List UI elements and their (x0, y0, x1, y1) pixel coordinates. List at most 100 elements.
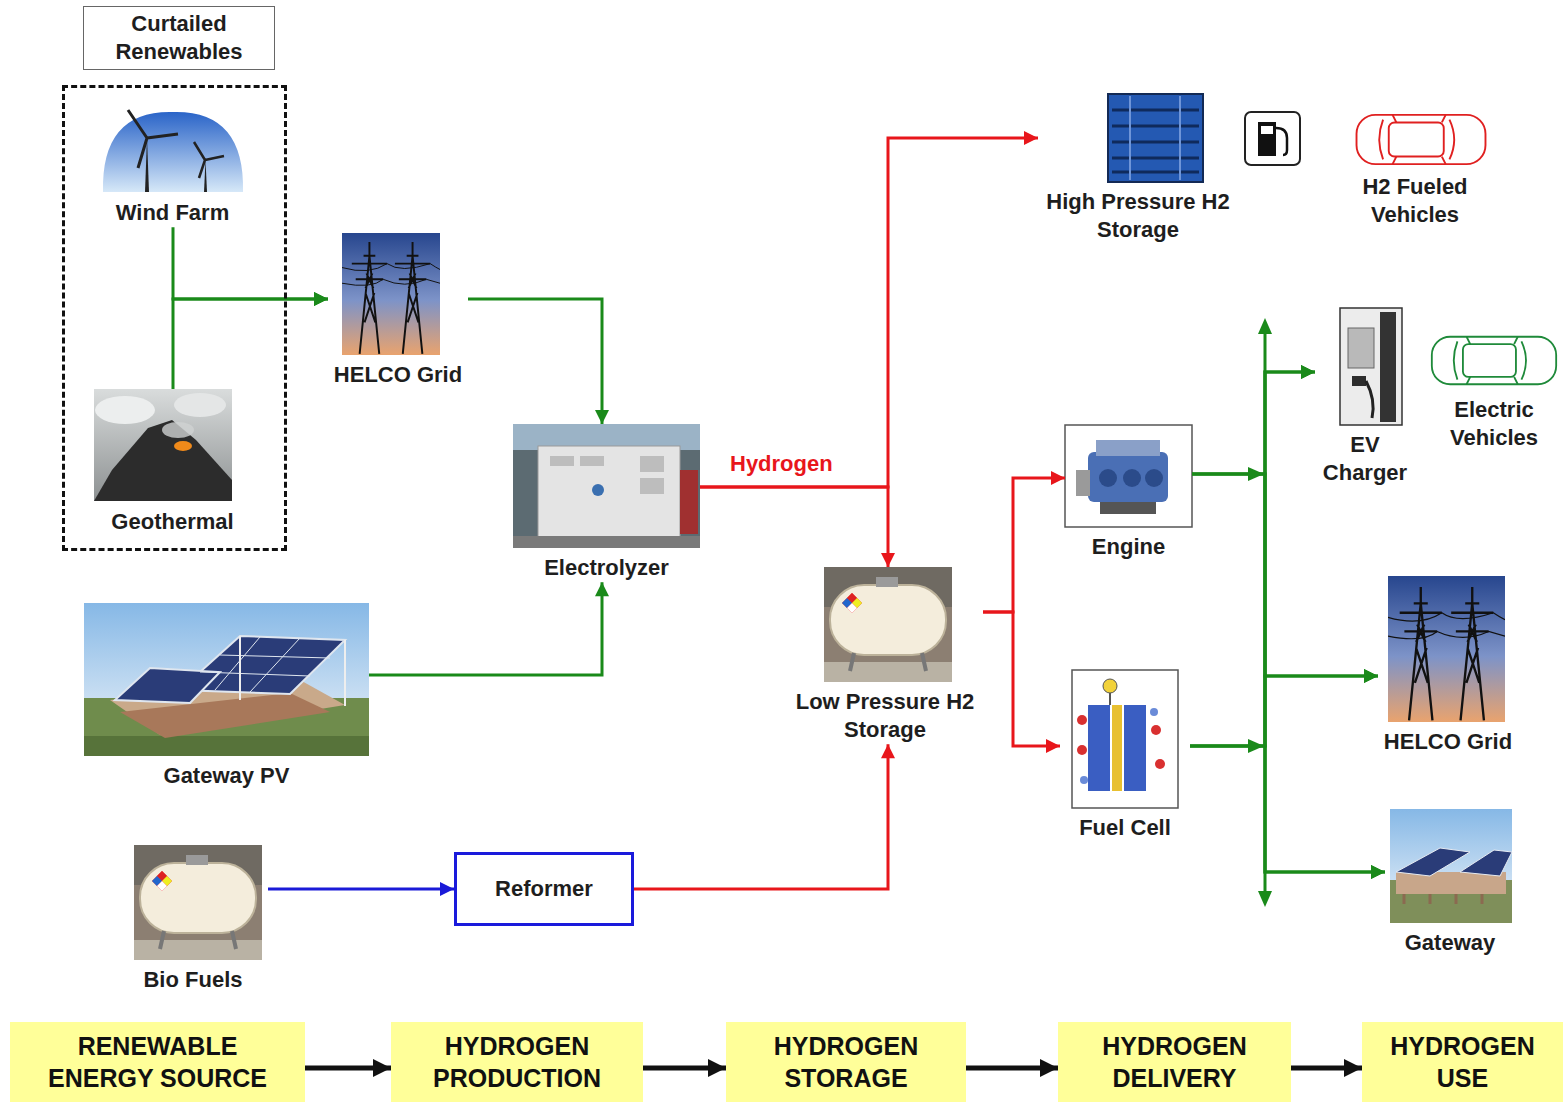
low-pressure-tank-picture (824, 567, 952, 682)
drawing-part (640, 456, 664, 472)
node-label: HELCO Grid (328, 361, 468, 389)
drawing-part (538, 446, 680, 538)
drawing-part (1404, 894, 1482, 904)
drawing-part (1258, 122, 1276, 156)
node-label: Reformer (495, 875, 593, 903)
flow-connector (468, 299, 602, 424)
stage-band: HYDROGEN STORAGE (726, 1022, 966, 1102)
drawing-part (513, 424, 700, 548)
flow-connector (634, 744, 888, 889)
ev-charger-picture (1340, 308, 1402, 425)
high-pressure-storage: High Pressure H2 Storage (1038, 94, 1238, 244)
flow-connector (1192, 372, 1315, 474)
stage-title: RENEWABLE ENERGY SOURCE (30, 1030, 285, 1095)
drawing-part (342, 233, 440, 355)
drawing-part (1088, 452, 1168, 502)
drawing-part (128, 110, 178, 168)
geothermal: Geothermal (95, 389, 250, 536)
grid-picture (1388, 576, 1505, 722)
drawing-part (1130, 96, 1180, 180)
drawing-part (1390, 809, 1512, 923)
h2-car-outline (1357, 115, 1486, 164)
node-label: Electric Vehicles (1428, 396, 1560, 452)
drawing-part (342, 242, 440, 354)
drawing-part (1348, 328, 1374, 368)
gateway-picture (1390, 809, 1512, 923)
drawing-part (84, 603, 369, 756)
curtailed-renewables-group: Curtailed RenewablesWind FarmGeothermal (62, 6, 287, 551)
connector-label: Hydrogen (728, 450, 835, 478)
drawing-part (592, 484, 604, 496)
drawing-part (1100, 502, 1156, 514)
electrolyzer-picture (513, 424, 700, 548)
drawing-part (640, 478, 664, 494)
flow-connector (1190, 746, 1385, 872)
drawing-part (115, 668, 220, 703)
stage-title: HYDROGEN DELIVERY (1078, 1030, 1271, 1095)
fuel-pump-icon (1245, 112, 1300, 165)
h2-vehicles: H2 Fueled Vehicles (1335, 112, 1495, 229)
group-heading: Curtailed Renewables (83, 6, 275, 70)
drawing-part (1396, 848, 1470, 876)
drawing-part (1112, 110, 1199, 172)
drawing-part (824, 567, 952, 682)
drawing-part (1357, 115, 1486, 164)
flow-connector (700, 487, 888, 567)
drawing-part (1460, 850, 1512, 876)
ev-charger: EV Charger (1315, 308, 1415, 487)
drawing-part (1103, 679, 1117, 693)
node-label: Bio Fuels (118, 966, 268, 994)
drawing-part (174, 441, 192, 451)
drawing-part (1380, 312, 1396, 422)
drawing-part (1151, 725, 1161, 735)
flow-connector (1192, 474, 1378, 676)
flow-connector (173, 227, 328, 299)
wind-farm: Wind Farm (95, 105, 250, 227)
grid-picture (342, 233, 440, 355)
label-anchor: Hydrogen (728, 450, 835, 478)
bio-fuel-tank-picture (134, 845, 262, 960)
drawing-part (95, 396, 155, 424)
stage-arrow (1291, 1066, 1362, 1071)
stage-title: HYDROGEN USE (1382, 1030, 1543, 1095)
drawing-part (1088, 705, 1110, 791)
drawing-part (174, 393, 226, 417)
flow-connector (983, 612, 1060, 746)
drawing-part (1112, 705, 1122, 791)
node-label: Wind Farm (95, 199, 250, 227)
node-label: Fuel Cell (1060, 814, 1190, 842)
process-box: Reformer (454, 852, 634, 926)
engine-picture (1065, 425, 1192, 527)
gateway-pv-picture (84, 603, 369, 756)
drawing-part (1077, 745, 1087, 755)
drawing-part (1388, 587, 1505, 720)
dashed-frame (62, 85, 287, 551)
bio-fuel-tank: Bio Fuels (118, 845, 268, 994)
flow-connector (983, 478, 1065, 612)
node-label: Gateway PV (84, 762, 369, 790)
drawing-part (94, 420, 232, 501)
geothermal-picture (94, 389, 232, 501)
node-label: Gateway (1385, 929, 1515, 957)
gateway-building: Gateway (1385, 809, 1515, 957)
drawing-part (134, 845, 262, 960)
node-label: Engine (1065, 533, 1192, 561)
drawing-part (1145, 469, 1163, 487)
drawing-part (1245, 112, 1300, 165)
electric-vehicles: Electric Vehicles (1428, 333, 1560, 452)
power-bus (1248, 318, 1272, 907)
drawing-part (1340, 308, 1402, 425)
stage-band: HYDROGEN USE (1362, 1022, 1563, 1102)
stage-title: HYDROGEN PRODUCTION (411, 1030, 623, 1095)
drawing-part (1150, 708, 1158, 716)
drawing-part (1080, 776, 1088, 784)
drawing-part (84, 736, 369, 756)
drawing-part (1124, 705, 1146, 791)
node-label: H2 Fueled Vehicles (1335, 173, 1495, 229)
grid-node: HELCO Grid (328, 233, 468, 389)
fuel-cell: Fuel Cell (1060, 670, 1190, 842)
electric-car-outline (1432, 337, 1556, 385)
engine: Engine (1065, 425, 1192, 561)
